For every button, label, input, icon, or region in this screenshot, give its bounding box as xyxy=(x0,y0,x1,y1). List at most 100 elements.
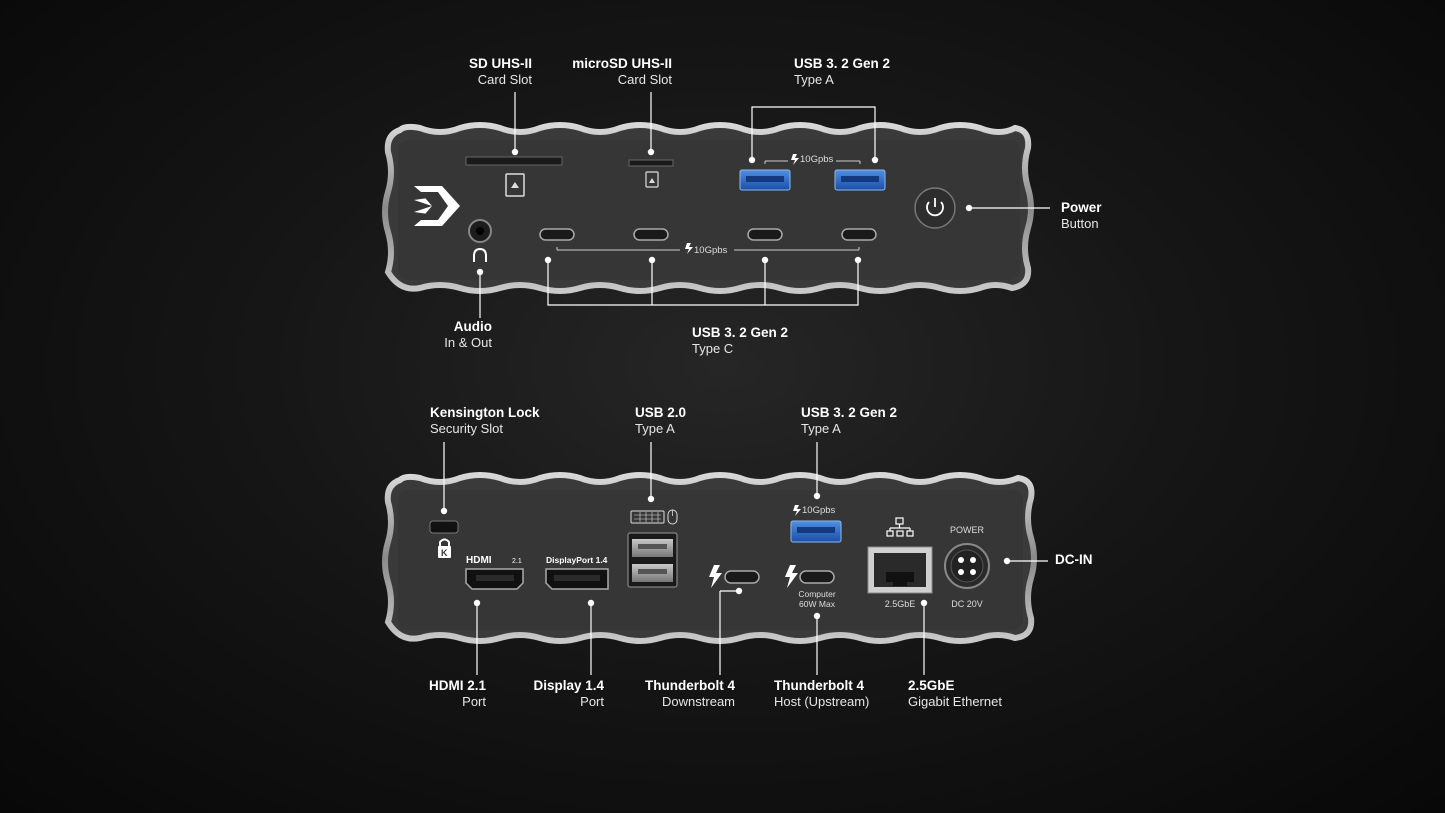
audio-callout: Audio In & Out xyxy=(400,319,492,351)
callout-title: DC-IN xyxy=(1055,552,1093,567)
back-leader-lines xyxy=(443,442,1048,675)
audio-jack xyxy=(468,219,492,262)
sd-card-slot xyxy=(465,156,563,197)
usb2-callout: USB 2.0 Type A xyxy=(635,405,686,437)
power-button-callout: Power Button xyxy=(1061,200,1102,232)
callout-subtitle: Button xyxy=(1061,216,1099,231)
front-leader-lines xyxy=(479,92,1050,318)
callout-subtitle: Downstream xyxy=(662,694,735,709)
hdmi-callout: HDMI 2.1 Port xyxy=(400,678,486,710)
callout-subtitle: Gigabit Ethernet xyxy=(908,694,1002,709)
ethernet-port: 2.5GbE xyxy=(867,517,933,609)
thunderbolt-icon xyxy=(785,565,798,588)
usb-c-speed-label: 10Gpbs xyxy=(694,245,728,256)
callout-title: Kensington Lock xyxy=(430,405,540,420)
callout-title: USB 2.0 xyxy=(635,405,687,420)
sd-slot-callout: SD UHS-II Card Slot xyxy=(420,56,532,88)
callout-subtitle: Port xyxy=(580,694,604,709)
callout-subtitle: Card Slot xyxy=(477,72,532,87)
network-icon xyxy=(886,517,914,537)
displayport-port: DisplayPort 1.4 xyxy=(545,555,609,590)
usb-c-port-1 xyxy=(539,228,575,241)
kensington-callout: Kensington Lock Security Slot xyxy=(430,405,540,437)
lightning-icon xyxy=(793,505,801,516)
callout-title: Thunderbolt 4 xyxy=(645,678,735,693)
callout-title: microSD UHS-II xyxy=(572,56,672,71)
usb-2-ports xyxy=(627,509,678,588)
dc-voltage-label: DC 20V xyxy=(951,599,983,609)
thunderbolt-host-port: Computer 60W Max xyxy=(785,565,836,609)
usb-a-speed-label: 10Gpbs xyxy=(800,154,834,165)
host-label-line2: 60W Max xyxy=(799,599,836,609)
thunderbolt-downstream-port xyxy=(709,565,760,588)
ethernet-callout: 2.5GbE Gigabit Ethernet xyxy=(908,678,1002,710)
usb-a-port-2 xyxy=(834,169,886,191)
usb-c-port-2 xyxy=(633,228,669,241)
usb-a-speed-indicator xyxy=(764,160,861,164)
ethernet-port-label: 2.5GbE xyxy=(885,599,916,609)
brand-logo xyxy=(414,186,460,226)
power-button xyxy=(914,187,956,229)
callout-title: 2.5GbE xyxy=(908,678,955,693)
usb-a-back-port: 10Gpbs xyxy=(790,505,842,543)
callout-subtitle: Security Slot xyxy=(430,421,503,436)
callout-title: Display 1.4 xyxy=(533,678,604,693)
front-leader-dots xyxy=(476,148,973,276)
headphone-icon xyxy=(473,247,487,262)
microsd-card-icon xyxy=(645,171,659,188)
back-usb-a-callout: USB 3. 2 Gen 2 Type A xyxy=(801,405,897,437)
callout-title: USB 3. 2 Gen 2 xyxy=(794,56,891,71)
sd-card-icon xyxy=(505,173,525,197)
thunderbolt-downstream-callout: Thunderbolt 4 Downstream xyxy=(620,678,735,710)
callout-subtitle: In & Out xyxy=(444,335,492,350)
dc-power-input: POWER DC 20V xyxy=(944,525,990,609)
back-panel: K HDMI 2.1 DisplayPort 1.4 xyxy=(382,472,1037,644)
callout-subtitle: Type A xyxy=(794,72,834,87)
microsd-card-slot xyxy=(628,159,674,188)
callout-subtitle: Type A xyxy=(801,421,841,436)
callout-subtitle: Host (Upstream) xyxy=(774,694,870,709)
power-icon xyxy=(926,201,944,217)
usb-c-ports xyxy=(539,228,877,241)
back-leader-dots xyxy=(440,492,1011,620)
callout-title: Audio xyxy=(453,319,492,334)
hdmi-logo-text: HDMI xyxy=(466,555,492,566)
microsd-slot-callout: microSD UHS-II Card Slot xyxy=(540,56,672,88)
callout-title: USB 3. 2 Gen 2 xyxy=(801,405,898,420)
callout-subtitle: Port xyxy=(462,694,486,709)
kensington-lock-icon xyxy=(438,546,451,558)
back-panel-face xyxy=(398,490,1023,630)
usb-a-port-1 xyxy=(739,169,791,191)
displayport-callout: Display 1.4 Port xyxy=(500,678,604,710)
thunderbolt-icon xyxy=(709,565,722,588)
thunderbolt-host-callout: Thunderbolt 4 Host (Upstream) xyxy=(774,678,869,710)
dc-in-callout: DC-IN xyxy=(1055,552,1093,568)
svg-text:K: K xyxy=(441,548,448,558)
kensington-lock-slot: K xyxy=(429,520,459,558)
usb-c-port-3 xyxy=(747,228,783,241)
displayport-logo-text: DisplayPort 1.4 xyxy=(546,555,608,565)
callout-subtitle: Type A xyxy=(635,421,675,436)
hdmi-port: HDMI 2.1 xyxy=(465,555,524,590)
usb-c-port-4 xyxy=(841,228,877,241)
callout-subtitle: Card Slot xyxy=(617,72,672,87)
host-label-line1: Computer xyxy=(798,589,835,599)
callout-title: HDMI 2.1 xyxy=(428,678,486,693)
callout-title: Power xyxy=(1061,200,1102,215)
power-input-label: POWER xyxy=(950,525,985,535)
usb-c-speed-indicator xyxy=(556,247,860,251)
front-panel: 10Gpbs 10Gpbs xyxy=(382,122,1034,294)
callout-title: SD UHS-II xyxy=(468,56,532,71)
usb-a-back-speed-label: 10Gpbs xyxy=(802,505,836,516)
hdmi-version-text: 2.1 xyxy=(512,558,522,565)
keyboard-icon xyxy=(630,510,665,524)
callout-title: Thunderbolt 4 xyxy=(774,678,864,693)
callout-subtitle: Type C xyxy=(692,341,734,356)
front-usb-c-callout: USB 3. 2 Gen 2 Type C xyxy=(692,325,788,357)
sd-up-arrow-icon xyxy=(511,182,519,188)
lightning-icon xyxy=(791,154,799,165)
front-usb-a-callout: USB 3. 2 Gen 2 Type A xyxy=(794,56,890,88)
callout-title: USB 3. 2 Gen 2 xyxy=(692,325,789,340)
lightning-icon xyxy=(685,243,693,254)
